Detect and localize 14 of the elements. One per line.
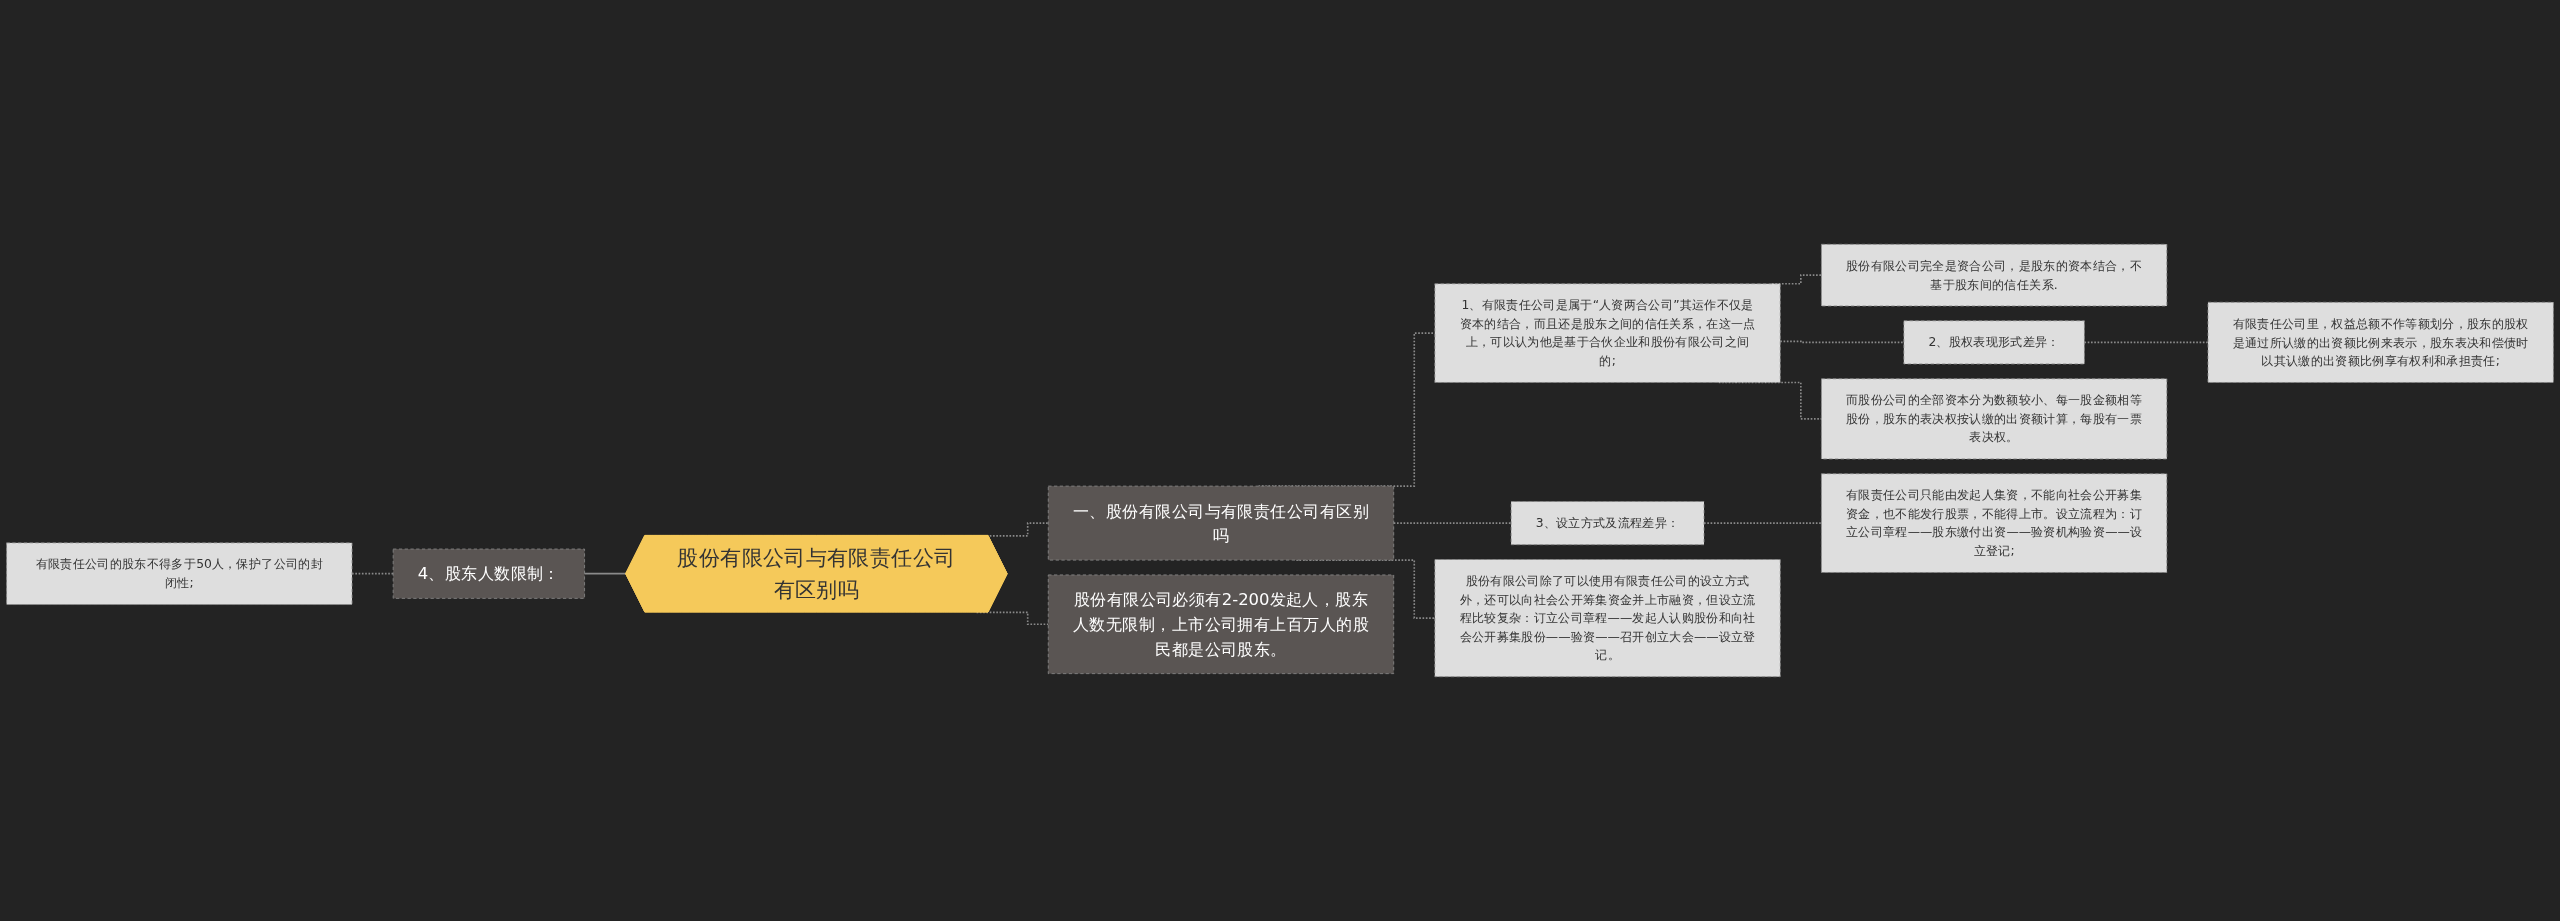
node-box: 股份有限公司完全是资合公司，是股东的资本结合，不基于股东间的信任关系. — [1821, 243, 2168, 307]
node-box: 1、有限责任公司是属于“人资两合公司”其运作不仅是资本的结合，而且还是股东之间的信任关系，在这一点上，可以认为他是基于合伙企业和股份有限公司之间的; — [1434, 283, 1781, 383]
connector — [1392, 522, 1512, 524]
node-box: 4、股东人数限制： — [392, 548, 585, 599]
node-box: 股份有限公司除了可以使用有限责任公司的设立方式外，还可以向社会公开筹集资金并上市融资，但设立流程比较复杂：订立公司章程——发起人认购股份和向社会公开募集股份——验资——召开创立大会——设立登记。 — [1434, 559, 1781, 678]
node-box: 有限责任公司里，权益总额不作等额划分，股东的股权是通过所认缴的出资额比例来表示，股东表决和偿债时以其认缴的出资额比例享有权利和承担责任; — [2207, 301, 2554, 383]
node-box: 一、股份有限公司与有限责任公司有区别吗 — [1047, 485, 1395, 561]
node-box: 2、股权表现形式差异： — [1903, 320, 2085, 365]
node-box: 股份有限公司必须有2-200发起人，股东人数无限制，上市公司拥有上百万人的股民都是公司股东。 — [1047, 574, 1395, 675]
node-box: 有限责任公司只能由发起人集资，不能向社会公开募集资金，也不能发行股票，不能得上市。设立流程为：订立公司章程——股东缴付出资——验资机构验资——设立登记; — [1821, 473, 2168, 573]
node-box: 3、设立方式及流程差异： — [1510, 501, 1705, 546]
node-box: 有限责任公司的股东不得多于50人，保护了公司的封闭性; — [6, 542, 353, 605]
node-box: 而股份公司的全部资本分为数额较小、每一股金额相等股份，股东的表决权按认缴的出资额计算，每股有一票表决权。 — [1821, 378, 2168, 460]
connector — [583, 572, 627, 575]
